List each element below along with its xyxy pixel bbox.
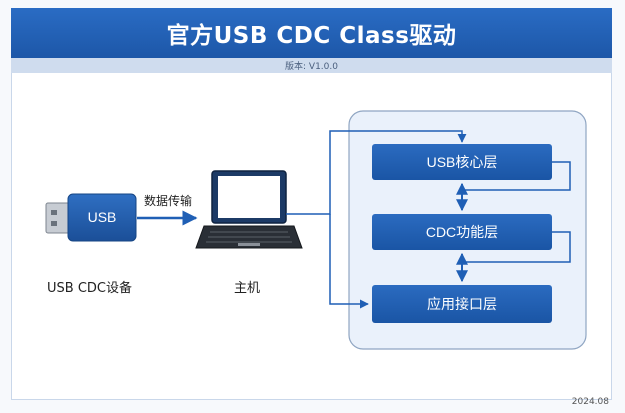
host-app-connector — [329, 214, 369, 309]
laptop-icon — [195, 170, 303, 249]
host-caption: 主机 — [234, 281, 261, 296]
layer-app-interface-label: 应用接口层 — [427, 296, 497, 312]
cdc-app-loop-connector — [462, 231, 571, 263]
usb-cdc-loop-connector — [462, 161, 571, 191]
layer-usb-core-label: USB核心层 — [427, 154, 498, 170]
layer-app-interface-box — [372, 285, 552, 323]
layer-usb-core-box — [372, 144, 552, 180]
usb-stick-icon — [45, 193, 137, 242]
host-stack-connector — [286, 130, 467, 215]
page-title: 官方USB CDC Class驱动 — [11, 8, 612, 58]
layer-cdc-function-label: CDC功能层 — [426, 224, 498, 240]
data-transfer-label: 数据传输 — [144, 193, 192, 208]
version-label: 版本: V1.0.0 — [11, 58, 612, 73]
usb-stick-label: USB — [88, 209, 117, 225]
footer-date: 2024.08 — [571, 397, 609, 407]
usb-device-caption: USB CDC设备 — [47, 281, 132, 296]
layer-cdc-function-box — [372, 214, 552, 250]
